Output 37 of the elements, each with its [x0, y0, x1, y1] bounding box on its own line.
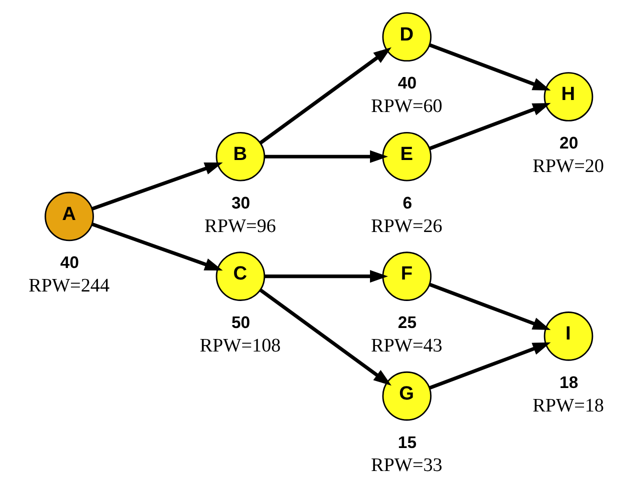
node-circle: E — [382, 132, 432, 182]
node-circle: A — [44, 192, 94, 242]
node-label: 20 — [560, 133, 578, 152]
node-label: 15 — [398, 432, 417, 452]
node-circle: C — [216, 252, 266, 301]
arrow — [264, 150, 388, 163]
arrow — [92, 222, 223, 270]
arrow — [428, 102, 551, 150]
node-circle: H — [544, 72, 594, 122]
node-label: RPW=108 — [200, 336, 281, 357]
node-label: 40 — [60, 253, 79, 272]
node-label: RPW=26 — [370, 216, 442, 237]
arrow — [259, 47, 392, 144]
node-label: RPW=43 — [370, 336, 442, 357]
node-label: 40 — [398, 74, 417, 93]
node-circle: G — [382, 371, 432, 421]
arrow — [428, 282, 551, 330]
node-circle: B — [216, 132, 266, 182]
arrow — [428, 342, 551, 390]
node-label: RPW=96 — [204, 216, 276, 237]
node-circle: F — [382, 252, 432, 301]
node-circle: D — [382, 12, 432, 62]
node-label: 30 — [232, 193, 250, 212]
node-label: 6 — [402, 193, 412, 212]
node-circle: I — [544, 312, 594, 361]
node-label: 18 — [560, 372, 578, 392]
node-label: RPW=20 — [532, 156, 604, 177]
arrow — [259, 288, 392, 386]
node-label: RPW=18 — [532, 395, 604, 416]
node-label: RPW=33 — [370, 455, 442, 476]
node-label: RPW=244 — [28, 276, 110, 297]
arrow — [428, 43, 551, 91]
node-label: 25 — [398, 313, 417, 332]
arrow — [264, 270, 388, 283]
node-label: RPW=60 — [370, 96, 442, 118]
arrow — [92, 162, 223, 210]
node-label: 50 — [232, 313, 250, 332]
